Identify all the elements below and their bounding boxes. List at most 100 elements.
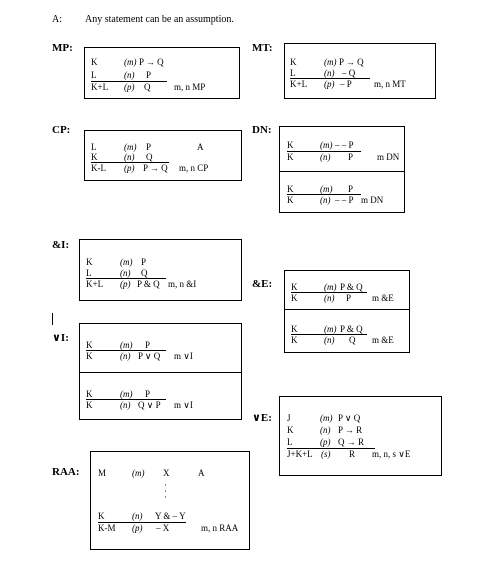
mt-l2-formula: – Q bbox=[342, 68, 356, 78]
mt-l3-formula: – P bbox=[340, 79, 352, 89]
or-intro-v2-l2-justification: m ∨I bbox=[174, 400, 193, 410]
or-intro-v2-l2-formula: Q ∨ P bbox=[138, 400, 161, 410]
or-elim-l3-dep: L bbox=[287, 437, 293, 447]
and-elim-v1-l1-formula: P & Q bbox=[340, 282, 363, 292]
mp-l2-formula: P bbox=[146, 70, 152, 80]
or-elim-l3-num: (p) bbox=[320, 437, 331, 447]
or-elim-l1-dep: J bbox=[287, 413, 291, 423]
cp-l2-num: (n) bbox=[124, 152, 135, 162]
and-elim-v1-l2-dep: K bbox=[291, 293, 298, 303]
raa-l1-dep: M bbox=[98, 468, 107, 478]
cp-l1-dep: L bbox=[91, 142, 97, 152]
or-elim-l4-num: (s) bbox=[321, 449, 331, 459]
or-intro-label: ∨I: bbox=[52, 332, 69, 344]
mt-label: MT: bbox=[252, 42, 273, 54]
mp-l1-num: (m) bbox=[124, 57, 137, 67]
and-elim-v2-inference-line bbox=[291, 334, 367, 335]
mt-l3-num: (p) bbox=[324, 79, 335, 89]
dn-v1-l1-formula: – – P bbox=[335, 140, 354, 150]
dn-v1-l1-dep: K bbox=[287, 140, 294, 150]
or-elim-l4-formula: R bbox=[349, 449, 356, 459]
and-intro-l3-formula: P & Q bbox=[137, 279, 160, 289]
and-elim-variant-2: K (m) P & Q K (n) Q m &E bbox=[285, 309, 409, 354]
raa-inference-line bbox=[98, 522, 186, 523]
mt-l1-num: (m) bbox=[324, 57, 337, 67]
text-cursor-mark bbox=[52, 313, 54, 325]
mp-l2-num: (n) bbox=[124, 70, 135, 80]
and-intro-inference-line bbox=[86, 278, 166, 279]
and-elim-variant-1: K (m) P & Q K (n) P m &E bbox=[285, 271, 409, 309]
dn-v1-l2-dep: K bbox=[287, 152, 294, 162]
ellipsis-vertical-dots: ··· bbox=[164, 480, 167, 502]
and-elim-v1-inference-line bbox=[291, 292, 367, 293]
cp-l3-formula: P → Q bbox=[143, 163, 168, 173]
and-intro-l1-num: (m) bbox=[120, 257, 133, 267]
and-elim-v1-l2-num: (n) bbox=[324, 293, 335, 303]
and-intro-l3-justification: m, n &I bbox=[168, 279, 197, 289]
mt-l2-dep: L bbox=[290, 68, 296, 78]
or-elim-l2-num: (n) bbox=[320, 425, 331, 435]
mt-l2-num: (n) bbox=[324, 68, 335, 78]
or-elim-l4-dep: J+K+L bbox=[287, 449, 313, 459]
and-intro-label: &I: bbox=[52, 239, 70, 251]
dn-v2-l2-justification: m DN bbox=[361, 195, 384, 205]
or-elim-rule-box: J (m) P ∨ Q K (n) P → R L (p) Q → R J+K+… bbox=[279, 396, 442, 476]
and-intro-l1-formula: P bbox=[141, 257, 147, 267]
or-intro-v2-l1-num: (m) bbox=[120, 389, 133, 399]
dn-rule-box: K (m) – – P K (n) P m DN K (m) P K (n) –… bbox=[279, 126, 405, 213]
dn-v1-inference-line bbox=[287, 151, 361, 152]
mp-l3-num: (p) bbox=[124, 82, 135, 92]
or-intro-v1-l1-dep: K bbox=[86, 340, 93, 350]
intro-text: Any statement can be an assumption. bbox=[85, 14, 234, 25]
mp-inference-line bbox=[91, 81, 167, 82]
dn-v2-l2-dep: K bbox=[287, 195, 294, 205]
dn-v1-l2-justification: m DN bbox=[377, 152, 400, 162]
or-elim-l4-justification: m, n, s ∨E bbox=[372, 449, 411, 459]
or-intro-v2-l2-dep: K bbox=[86, 400, 93, 410]
raa-l2-num: (n) bbox=[132, 511, 143, 521]
or-intro-variant-2: K (m) P K (n) Q ∨ P m ∨I bbox=[80, 372, 241, 421]
and-elim-rule-box: K (m) P & Q K (n) P m &E K (m) P & Q K (… bbox=[284, 270, 410, 353]
raa-l1-num: (m) bbox=[132, 468, 145, 478]
cp-l3-dep: K-L bbox=[91, 163, 106, 173]
or-intro-rule-box: K (m) P K (n) P ∨ Q m ∨I K (m) P K (n) Q… bbox=[79, 323, 242, 420]
mt-inference-line bbox=[290, 78, 370, 79]
or-intro-v1-l2-dep: K bbox=[86, 351, 93, 361]
or-elim-l1-num: (m) bbox=[320, 413, 333, 423]
or-intro-v2-l1-dep: K bbox=[86, 389, 93, 399]
dn-v2-l2-num: (n) bbox=[320, 195, 331, 205]
and-elim-v2-l1-num: (m) bbox=[324, 324, 337, 334]
and-intro-rule-box: K (m) P L (n) Q K+L (p) P & Q m, n &I bbox=[79, 239, 242, 301]
cp-l1-justification: A bbox=[197, 142, 204, 152]
or-elim-l1-formula: P ∨ Q bbox=[338, 413, 361, 423]
dn-v2-l1-formula: P bbox=[348, 184, 354, 194]
or-elim-l2-dep: K bbox=[287, 425, 294, 435]
raa-rule-box: M (m) X A ··· K (n) Y & – Y K-M (p) – X … bbox=[90, 451, 250, 550]
raa-l2-formula: Y & – Y bbox=[155, 511, 186, 521]
mt-l1-dep: K bbox=[290, 57, 297, 67]
or-intro-v1-l2-num: (n) bbox=[120, 351, 131, 361]
raa-l1-justification: A bbox=[198, 468, 205, 478]
and-elim-v2-l1-dep: K bbox=[291, 324, 298, 334]
or-intro-v2-l1-formula: P bbox=[145, 389, 151, 399]
mp-l3-justification: m, n MP bbox=[174, 82, 206, 92]
mt-l3-justification: m, n MT bbox=[374, 79, 406, 89]
and-elim-v1-l2-formula: P bbox=[346, 293, 352, 303]
dn-v2-l1-dep: K bbox=[287, 184, 294, 194]
or-intro-v1-l1-num: (m) bbox=[120, 340, 133, 350]
mp-l1-formula: P → Q bbox=[139, 57, 164, 67]
mt-l1-formula: P → Q bbox=[339, 57, 364, 67]
and-intro-l2-dep: L bbox=[86, 268, 92, 278]
and-elim-v2-l2-justification: m &E bbox=[372, 335, 394, 345]
raa-l3-dep: K-M bbox=[98, 523, 116, 533]
and-elim-v2-l1-formula: P & Q bbox=[340, 324, 363, 334]
cp-l3-num: (p) bbox=[124, 163, 135, 173]
cp-inference-line bbox=[91, 162, 169, 163]
dn-variant-2: K (m) P K (n) – – P m DN bbox=[280, 171, 404, 214]
raa-l3-justification: m, n RAA bbox=[201, 523, 239, 533]
dn-v2-inference-line bbox=[287, 194, 361, 195]
cp-l1-formula: P bbox=[146, 142, 152, 152]
mp-rule-box: K (m) P → Q L (n) P K+L (p) Q m, n MP bbox=[84, 47, 240, 99]
dn-v1-l1-num: (m) bbox=[320, 140, 333, 150]
and-intro-l2-num: (n) bbox=[120, 268, 131, 278]
